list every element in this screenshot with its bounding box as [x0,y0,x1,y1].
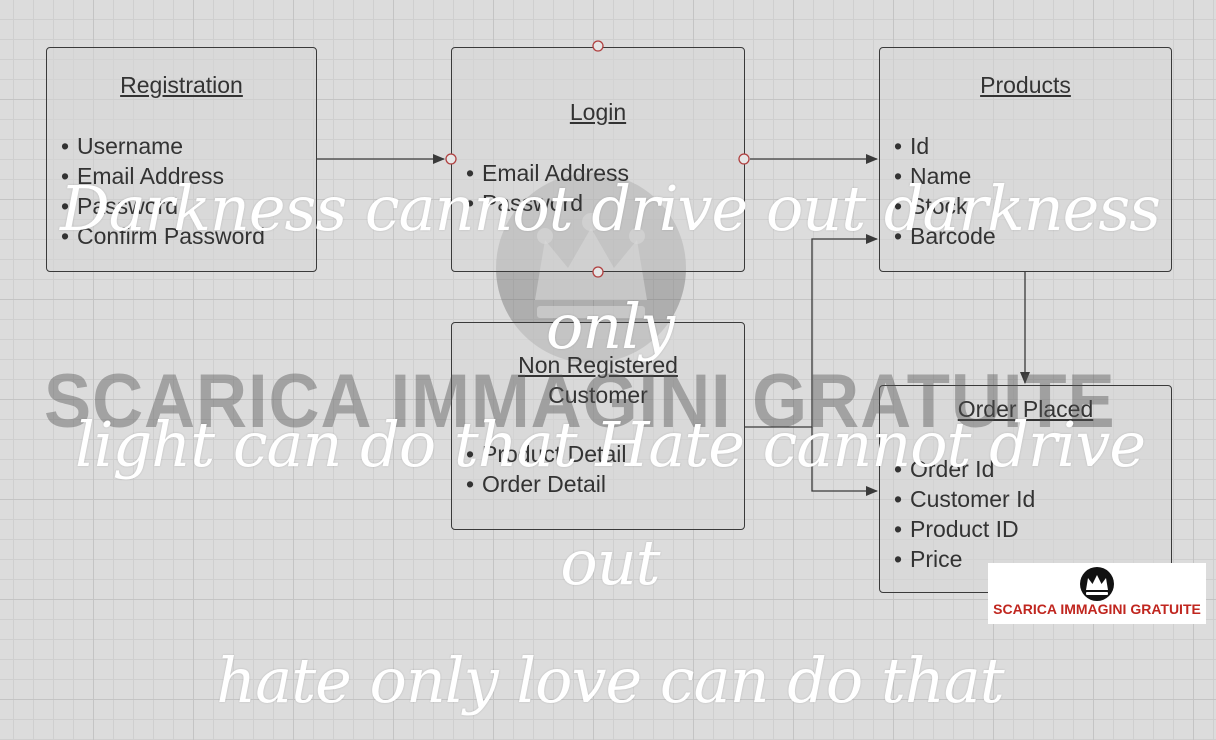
quote-line-1: Darkness cannot drive out darkness only [60,172,1161,363]
entity-login[interactable]: Login •Email Address •Password [451,47,745,272]
anchor-point [592,40,604,52]
attribute-list: •Username •Email Address •Password •Conf… [61,131,265,251]
entity-title: Products [980,72,1071,98]
attribute-item: •Email Address [61,163,225,189]
attribute-item: •Customer Id [894,486,1036,512]
attribute-list: •Order Id •Customer Id •Product ID •Pric… [894,454,1035,574]
entity-title-line1: Non Registered [518,352,678,378]
entity-title: Order Placed [957,396,1094,422]
attribute-item: •Username [61,133,184,159]
badge-text: SCARICA IMMAGINI GRATUITE [993,601,1201,617]
attribute-item: •Stock [894,193,968,219]
attribute-list: •Email Address •Password [466,158,629,218]
entity-non-registered-customer[interactable]: Non Registered Customer •Product Detail … [451,322,745,530]
crown-icon [1080,567,1114,601]
attribute-item: •Product ID [894,516,1019,542]
attribute-item: •Name [894,163,972,189]
attribute-item: •Email Address [466,160,630,186]
connector-nonreg-order [811,427,878,496]
attribute-item: •Password [61,193,178,219]
connector-nonreg-products [745,234,878,428]
entity-registration[interactable]: Registration •Username •Email Address •P… [46,47,317,272]
attribute-item: •Confirm Password [61,223,265,249]
entity-order-placed[interactable]: Order Placed •Order Id •Customer Id •Pro… [879,385,1172,593]
attribute-item: •Price [894,546,963,572]
quote-overlay: Darkness cannot drive out darkness only … [30,150,1190,740]
attribute-list: •Id •Name •Stock •Barcode [894,131,996,251]
anchor-point [445,153,457,165]
attribute-item: •Order Detail [466,471,606,497]
attribute-list: •Product Detail •Order Detail [466,439,626,499]
entity-title-line2: Customer [548,382,648,408]
attribute-item: •Id [894,133,930,159]
attribute-item: •Barcode [894,223,996,249]
attribute-item: •Product Detail [466,441,627,467]
quote-line-2: light can do that Hate cannot drive out [74,408,1146,599]
attribute-item: •Password [466,190,583,216]
attribute-item: •Order Id [894,456,995,482]
anchor-point [738,153,750,165]
anchor-point [592,266,604,278]
quote-line-3: hate only love can do that [216,644,1004,717]
watermark-text: SCARICA IMMAGINI GRATUITE [44,359,1116,444]
entity-products[interactable]: Products •Id •Name •Stock •Barcode [879,47,1172,272]
entity-title: Login [569,99,627,125]
entity-title: Registration [120,72,243,98]
watermark-badge: SCARICA IMMAGINI GRATUITE [988,563,1206,624]
connectors [317,40,1030,496]
